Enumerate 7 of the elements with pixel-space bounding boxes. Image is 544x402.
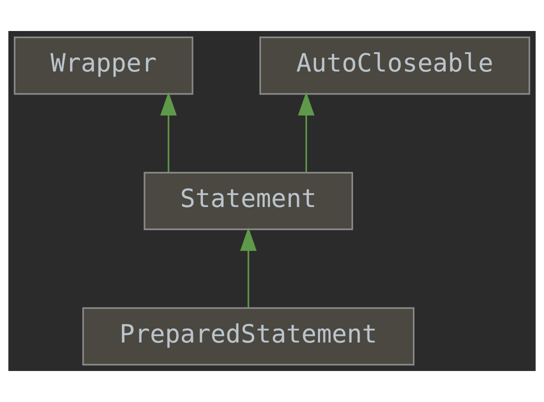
arrow [298, 92, 315, 172]
node-box: PreparedStatement [82, 307, 414, 366]
node-box: Statement [144, 172, 354, 230]
node-box: Wrapper [14, 36, 194, 95]
arrow [160, 92, 177, 172]
node-box: AutoCloseable [259, 36, 530, 95]
arrow [240, 227, 257, 308]
